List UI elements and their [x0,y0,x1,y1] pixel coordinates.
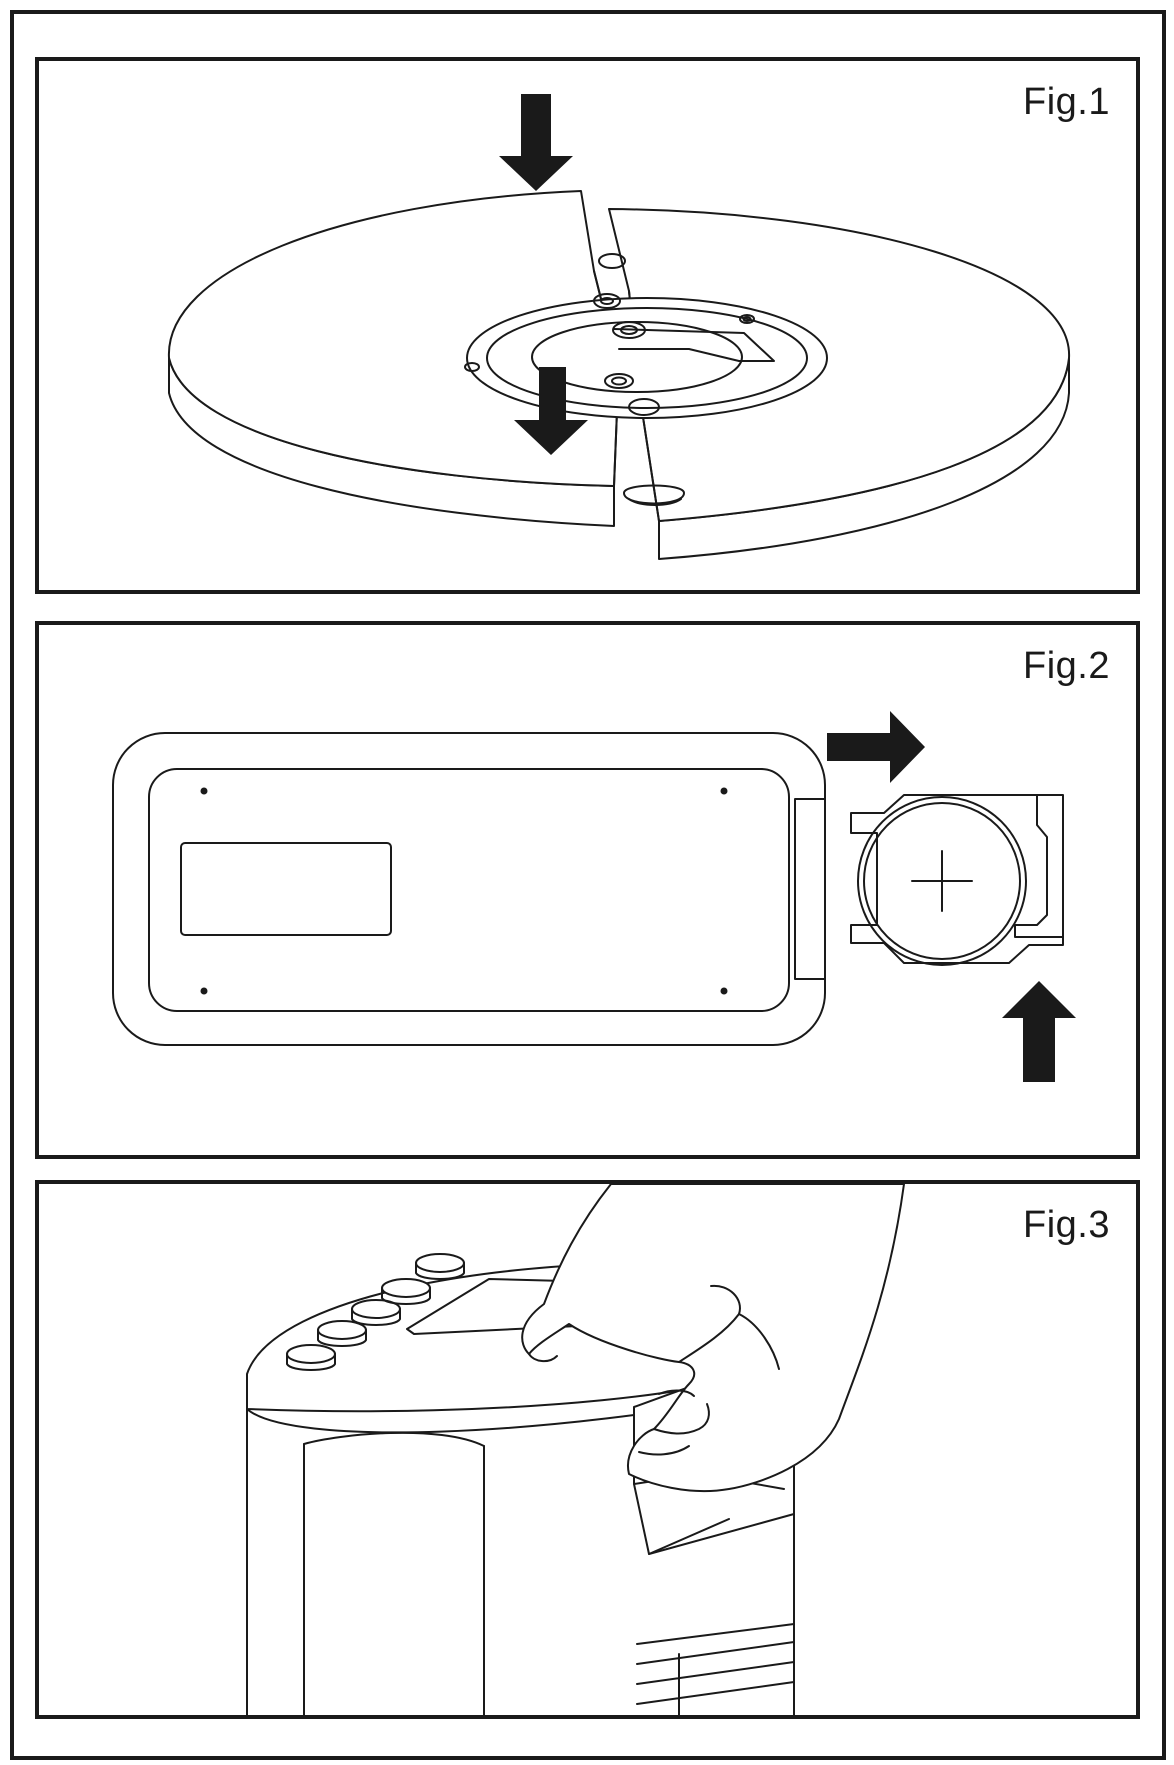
screw-hole-centre [611,376,627,386]
control-button [381,1278,431,1305]
figure-2-label: Fig.2 [1023,645,1110,687]
figure-1-label: Fig.1 [1023,81,1110,123]
hub-opening [531,321,743,393]
figure-3-panel: Fig.3 [35,1180,1140,1719]
coin-battery-outer [857,796,1027,966]
screw-dot [200,787,208,795]
remote-label-window [180,842,392,936]
battery-slot [794,798,826,980]
hand-knuckle [738,1313,780,1370]
heater-front-top [303,1431,485,1447]
screw-hole [598,253,626,269]
plus-icon [911,850,973,912]
screw-hole [739,314,755,324]
arrow-down-icon [499,94,573,191]
coin-battery-inner [863,802,1021,960]
arrow-down-icon [514,367,588,455]
joint-knuckle-lip [628,498,682,506]
arrow-right-icon [827,711,925,783]
fingertip [528,1353,558,1362]
screw-hole [612,321,646,339]
hub-tab [613,328,775,362]
joint-knuckle [623,484,685,505]
right-half-surface [608,208,1071,522]
screw-hole [464,362,480,372]
screw-hole-centre [620,325,638,335]
hub-ring-inner [486,307,808,409]
screw-hole [628,398,660,416]
split-base-illustration [167,94,1071,560]
remote-inner-panel [148,768,790,1012]
heater-hand-illustration [246,1184,905,1715]
finger-crease [658,1389,695,1397]
page-frame [10,10,1166,1760]
figure-3-label: Fig.3 [1023,1204,1110,1246]
remote-battery-illustration [112,711,1076,1082]
control-button [351,1299,401,1326]
control-button [286,1344,336,1371]
screw-hole [593,293,621,309]
remote-body [112,732,826,1046]
figure-1-panel: Fig.1 [35,57,1140,594]
screw-dot [720,987,728,995]
screw-hole [604,373,634,389]
finger-crease [653,1403,710,1435]
control-button [415,1253,465,1280]
tray-catch [1014,794,1064,938]
control-button [317,1320,367,1347]
screw-dot [720,787,728,795]
screw-hole-centre [600,297,614,305]
figure-2-panel: Fig.2 [35,621,1140,1159]
screw-dot [200,987,208,995]
heater-grille [636,1623,795,1715]
finger-crease [638,1445,690,1456]
left-half-surface [167,190,620,487]
arrow-up-icon [1002,981,1076,1082]
hand-icon [521,1184,905,1493]
screw-hole-centre [742,316,752,322]
